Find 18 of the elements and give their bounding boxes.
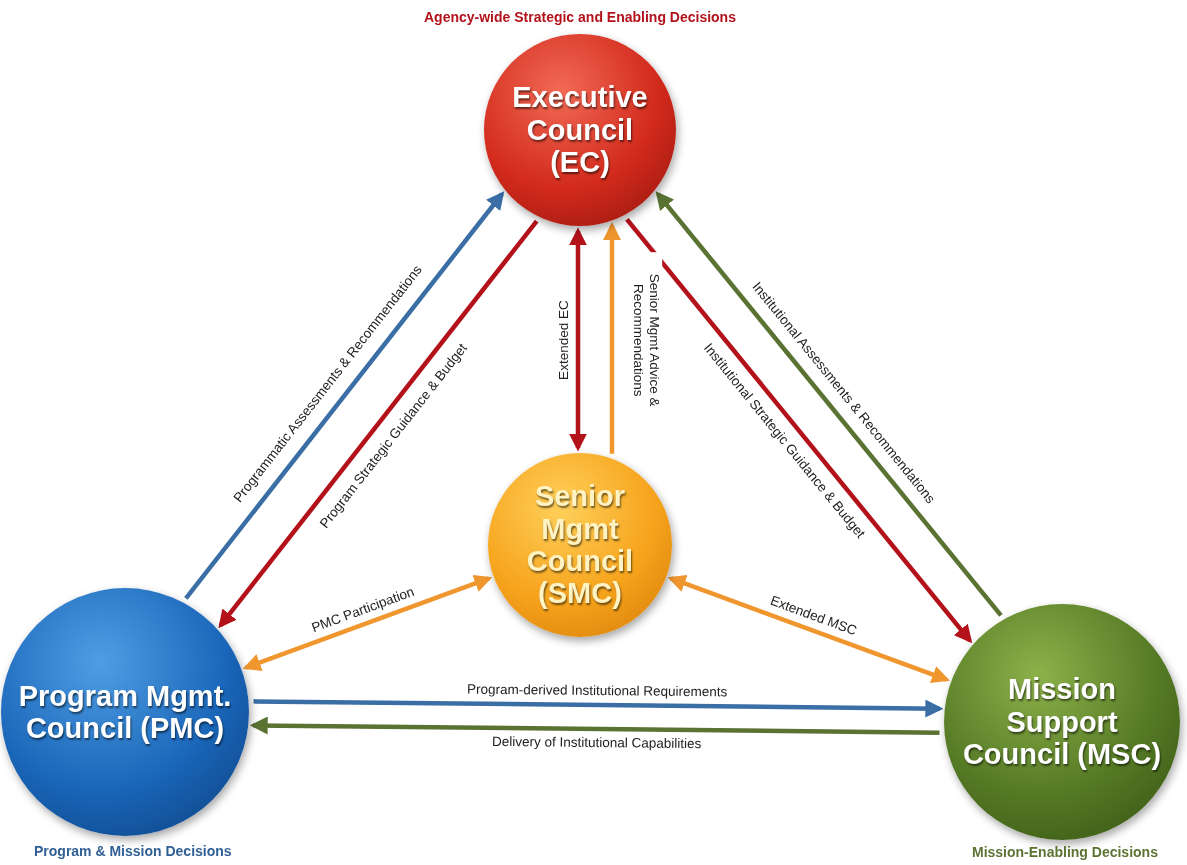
council-name: Senior Mgmt Council (SMC) bbox=[525, 480, 635, 610]
arrow bbox=[603, 221, 621, 454]
arrow bbox=[218, 219, 539, 629]
arrow bbox=[184, 191, 505, 600]
arrow bbox=[569, 227, 587, 452]
arrow bbox=[667, 574, 950, 684]
decision-scope-caption: Program & Mission Decisions bbox=[34, 843, 232, 859]
arrow bbox=[253, 699, 944, 718]
arrow bbox=[625, 217, 973, 644]
arrow bbox=[242, 574, 493, 672]
council-circle bbox=[484, 34, 676, 226]
council-name: Executive Council (EC) bbox=[511, 81, 649, 179]
decision-scope-caption: Agency-wide Strategic and Enabling Decisions bbox=[424, 9, 736, 25]
arrow bbox=[655, 191, 1003, 617]
arrow bbox=[249, 716, 940, 735]
decision-scope-caption: Mission-Enabling Decisions bbox=[972, 844, 1158, 860]
council-name: Program Mgmt. Council (PMC) bbox=[17, 679, 233, 745]
council-name: Mission Support Council (MSC) bbox=[961, 673, 1163, 771]
